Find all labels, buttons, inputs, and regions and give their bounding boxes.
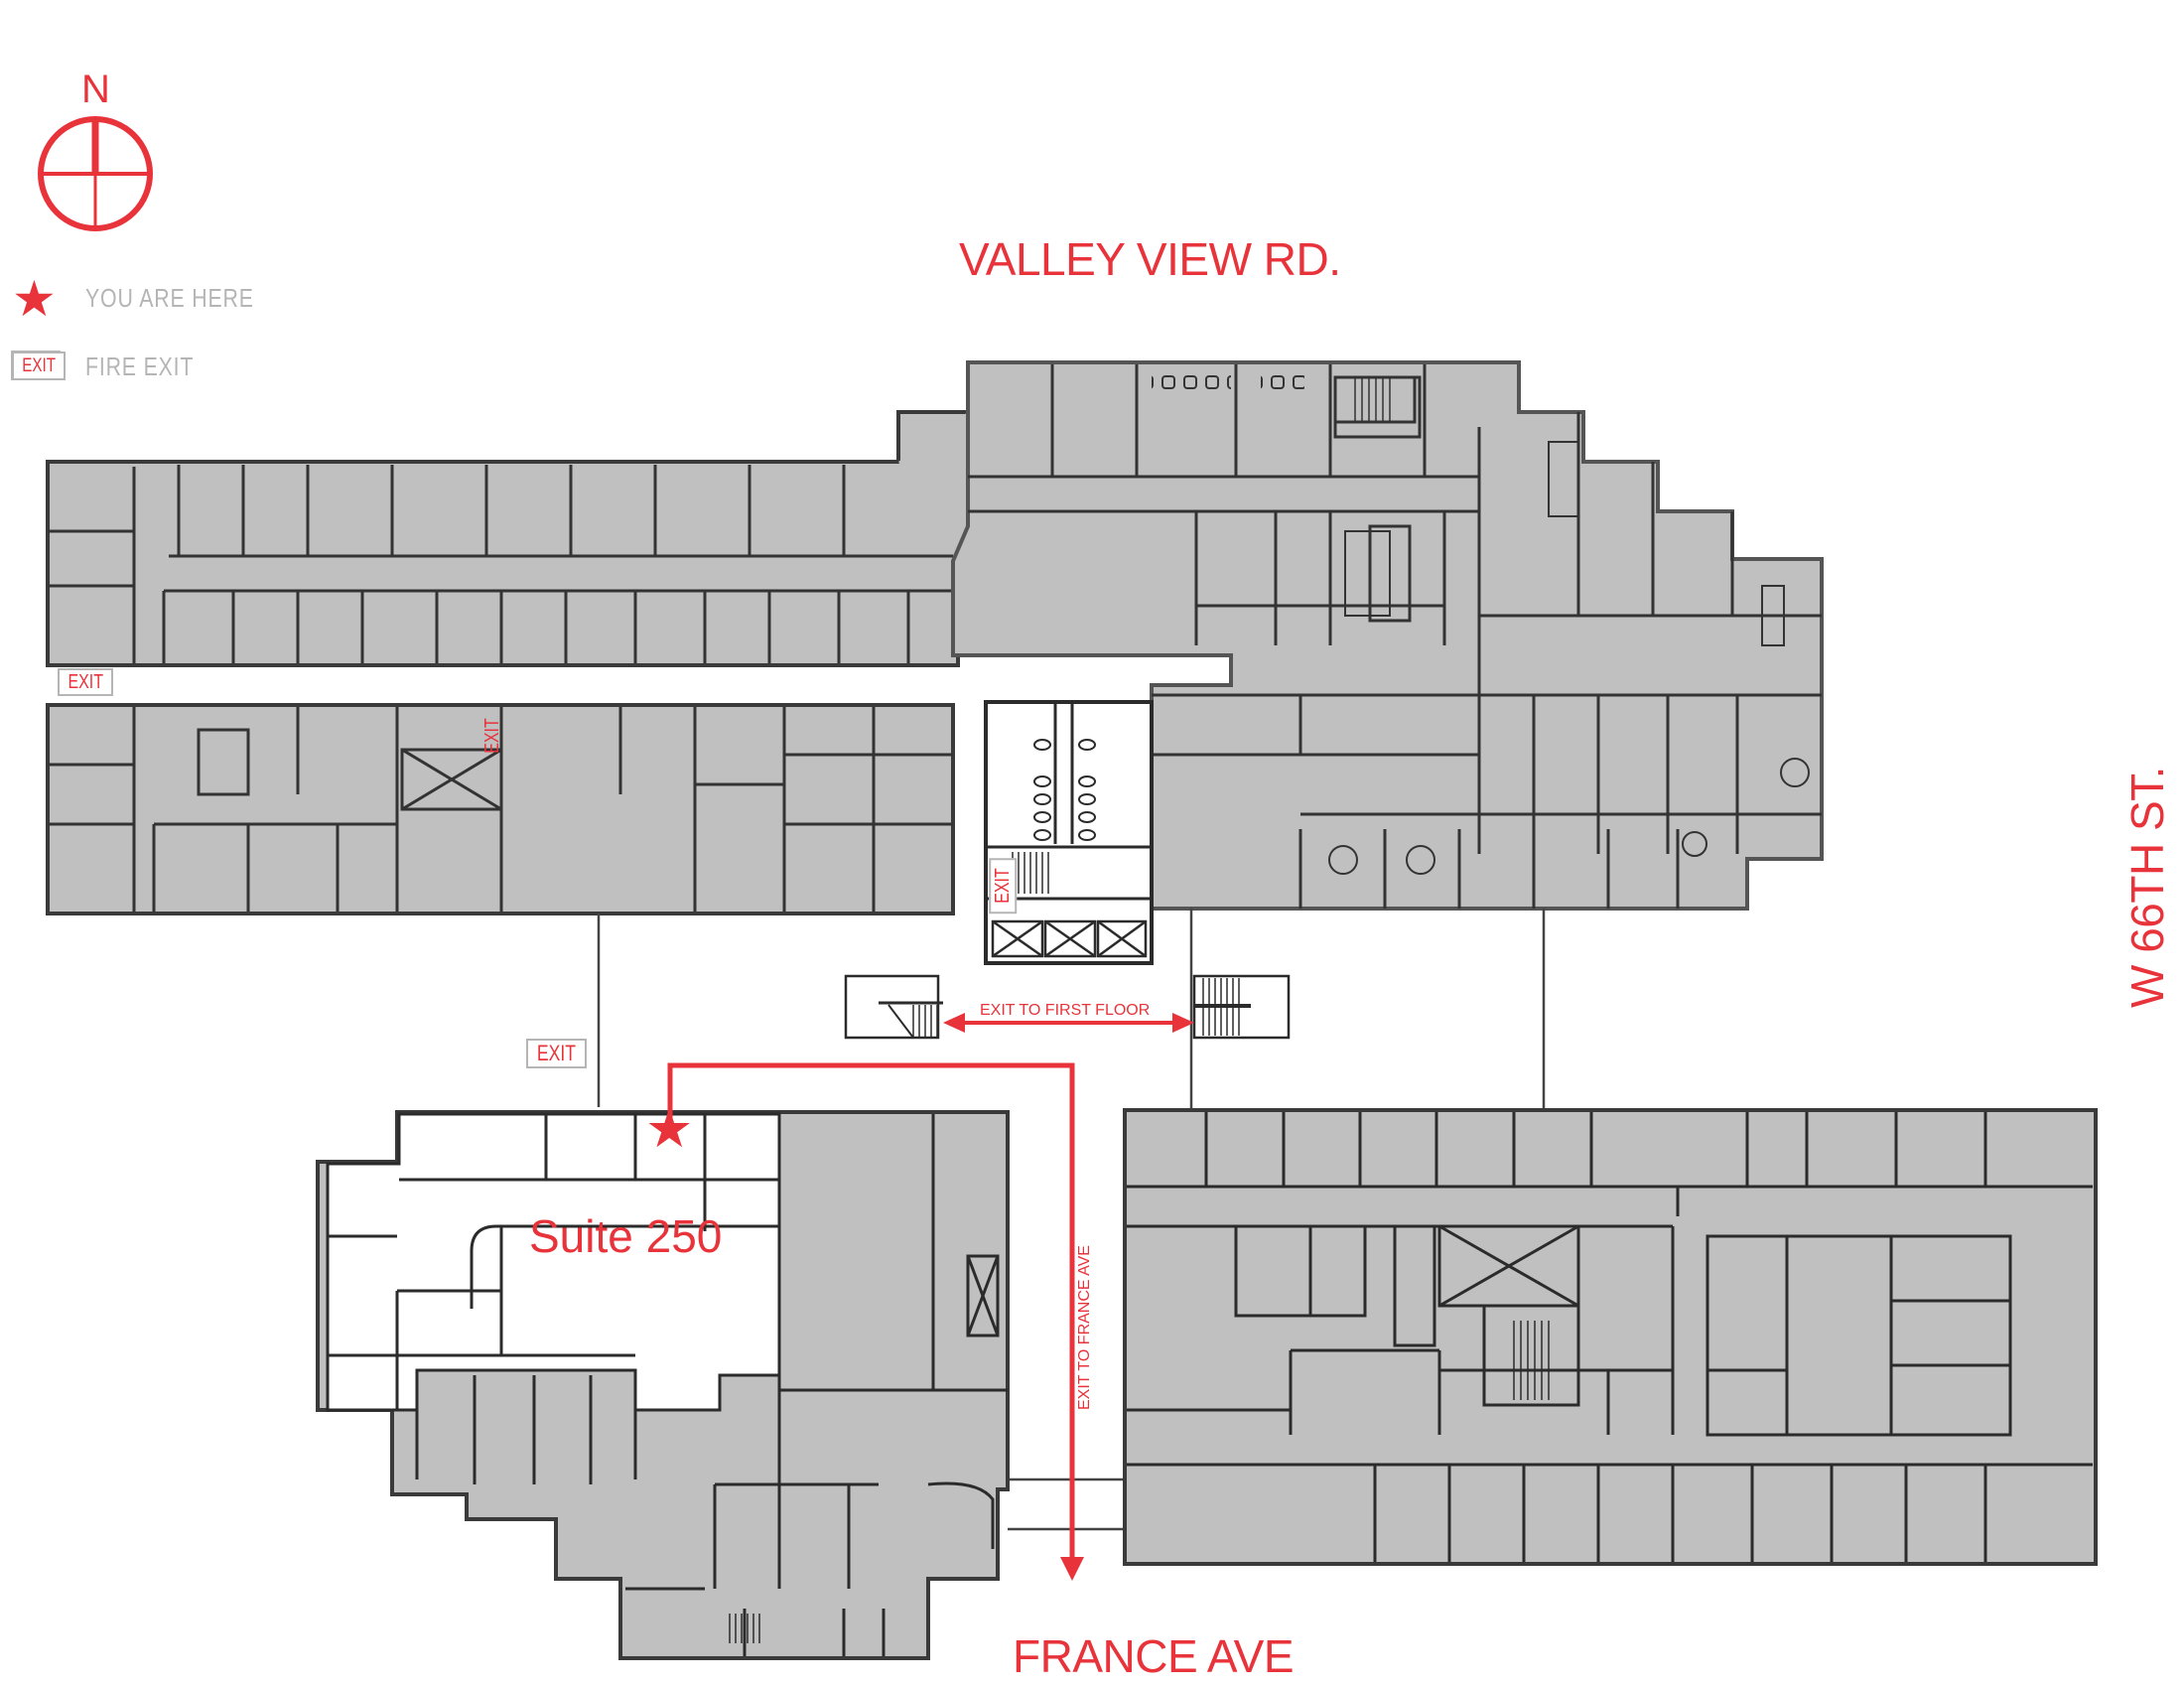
exit-first-floor-route [943,1013,1194,1033]
exit-to-france-ave-label: EXIT TO FRANCE AVE [1076,1245,1093,1410]
exit-sign-upper-left-stair: EXIT [481,718,504,754]
exit-sign-core-stair: EXIT [989,857,1018,914]
exit-to-first-floor-label: EXIT TO FIRST FLOOR [980,1002,1151,1019]
street-south-label: FRANCE AVE [1013,1630,1295,1682]
upper-left-building [46,410,1003,915]
north-arrow-compass-icon [38,116,153,231]
legend-star-icon: ★ [12,271,57,327]
legend-you-are-here-label: YOU ARE HERE [85,283,254,313]
lower-right-building [1123,1108,2098,1566]
legend-fire-exit-label: FIRE EXIT [85,352,195,381]
stair-right [1192,974,1291,1040]
exit-sign-west-corridor: EXIT [58,668,114,696]
stair-left [844,974,943,1040]
elevator-core [984,700,1154,965]
suite-250-label: Suite 250 [529,1210,723,1262]
exit-sign-skyway: EXIT [526,1039,587,1068]
compass-north-label: N [81,68,110,111]
route-arrowhead-south-icon [1060,1557,1084,1581]
upper-right-building [951,360,1824,911]
legend-exit-sign-icon: EXIT [12,352,67,380]
evacuation-route [667,1062,1075,1559]
street-east-label: W 66TH ST. [2121,767,2173,1008]
you-are-here-star-icon: ★ [645,1099,694,1159]
lower-left-building [316,1110,1010,1660]
street-north-label: VALLEY VIEW RD. [959,233,1341,285]
skyway-connectors [597,909,1546,1531]
